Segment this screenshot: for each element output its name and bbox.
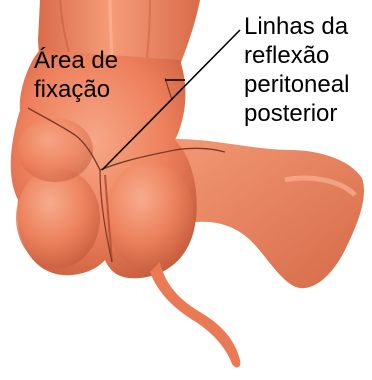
fixation-area-line-2: fixação (34, 75, 118, 104)
reflection-lines-label: Linhas da reflexão peritoneal posterior (244, 12, 349, 128)
reflection-lines-line-1: Linhas da (244, 12, 349, 41)
appendix (150, 262, 240, 367)
reflection-lines-line-3: peritoneal (244, 70, 349, 99)
fixation-area-line-1: Área de (34, 46, 118, 75)
reflection-lines-line-2: reflexão (244, 41, 349, 70)
reflection-lines-line-4: posterior (244, 99, 349, 128)
fixation-area-label: Área de fixação (34, 46, 118, 104)
